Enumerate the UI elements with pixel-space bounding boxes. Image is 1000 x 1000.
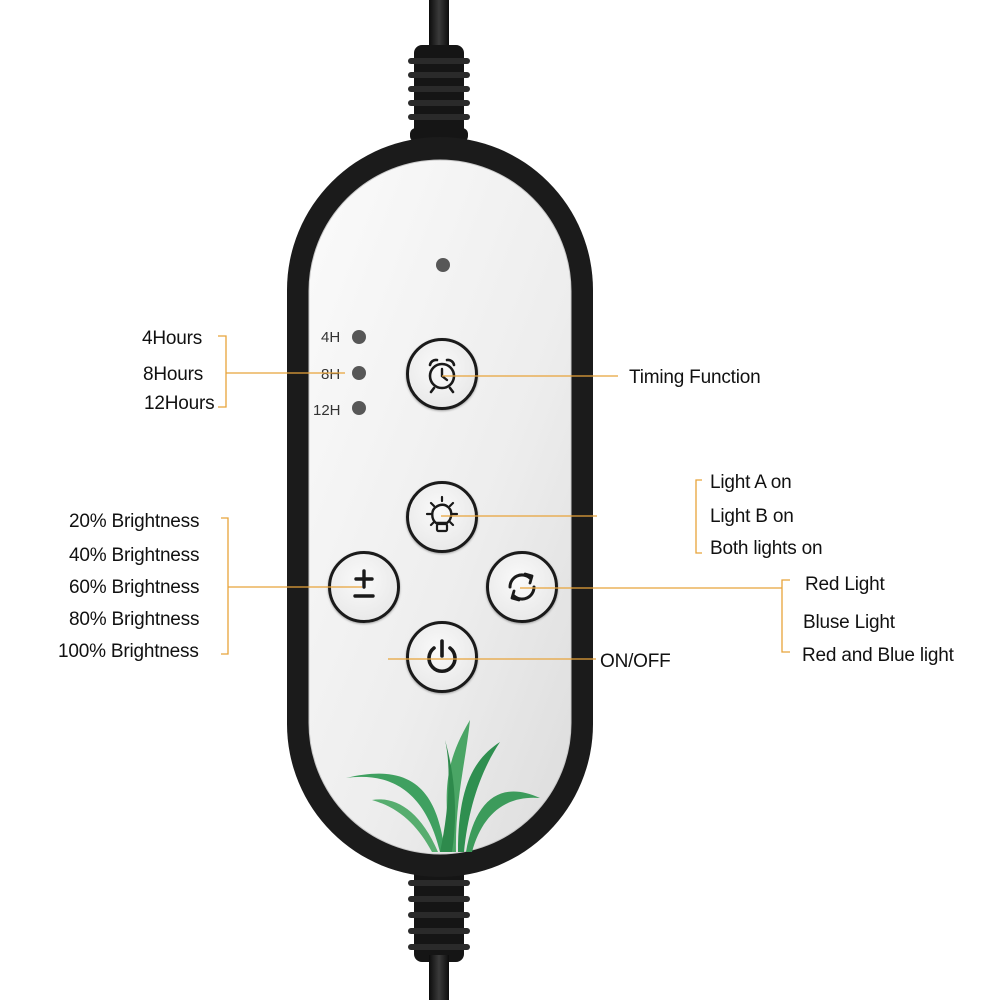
status-led	[436, 258, 450, 272]
brightness-label-100: 100% Brightness	[58, 641, 199, 662]
alarm-clock-icon	[428, 358, 456, 394]
timing-function-label: Timing Function	[629, 367, 761, 388]
indicator-12h-led	[352, 401, 366, 415]
plus-minus-icon	[353, 569, 375, 598]
light-mode-label-b: Light B on	[710, 506, 794, 527]
brightness-button[interactable]	[328, 551, 400, 623]
brightness-label-60: 60% Brightness	[69, 577, 200, 598]
brightness-label-40: 40% Brightness	[69, 545, 200, 566]
spectrum-label-red-blue: Red and Blue light	[802, 645, 954, 666]
power-icon	[427, 639, 457, 674]
cable-top	[408, 0, 470, 142]
timer-label-4hours: 4Hours	[142, 328, 203, 349]
indicator-4h-led	[352, 330, 366, 344]
plant-leaves-icon	[346, 720, 540, 852]
indicator-8h-led	[352, 366, 366, 380]
brightness-label-80: 80% Brightness	[69, 609, 200, 630]
brightness-label-20: 20% Brightness	[69, 511, 200, 532]
spectrum-label-blue: Bluse Light	[803, 612, 895, 633]
light-mode-button[interactable]	[406, 481, 478, 553]
spectrum-label-red: Red Light	[805, 574, 885, 595]
indicator-8h-label: 8H	[321, 366, 341, 383]
light-mode-label-a: Light A on	[710, 472, 792, 493]
light-mode-label-both: Both lights on	[710, 538, 823, 559]
timer-label-8hours: 8Hours	[143, 364, 204, 385]
timer-label-12hours: 12Hours	[144, 393, 215, 414]
power-button[interactable]	[406, 621, 478, 693]
timer-button[interactable]	[406, 338, 478, 410]
cycle-arrows-icon	[508, 572, 536, 602]
cable-bottom	[408, 862, 470, 1000]
power-label: ON/OFF	[600, 651, 671, 672]
spectrum-button[interactable]	[486, 551, 558, 623]
light-bulb-icon	[425, 495, 459, 533]
indicator-12h-label: 12H	[313, 402, 341, 419]
indicator-4h-label: 4H	[321, 329, 341, 346]
